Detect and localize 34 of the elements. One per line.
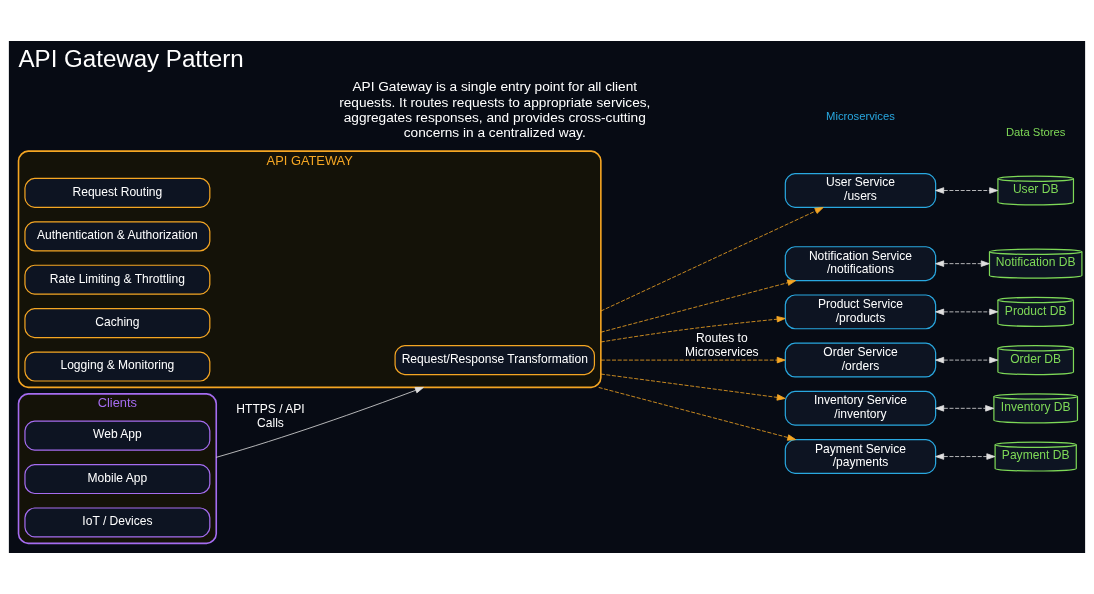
arrow <box>600 373 786 401</box>
node-box: Order Service /orders <box>784 342 937 378</box>
node-box: Web App <box>24 420 211 451</box>
label: Data Stores <box>1005 125 1066 138</box>
node-box: Logging & Monitoring <box>24 351 211 382</box>
node-box: Authentication & Authorization <box>24 221 211 252</box>
label: API Gateway is a single entry point for all client requests. It routes requests to appropriate services, aggregates responses, and provides cross-cutting concerns in a centralized way. <box>339 79 651 141</box>
node-box: IoT / Devices <box>24 507 211 538</box>
arrow <box>600 316 786 343</box>
node-box: Mobile App <box>24 464 211 495</box>
arrow <box>935 260 990 267</box>
arrow <box>215 387 424 458</box>
arrow <box>935 308 999 316</box>
node-box: Inventory Service /inventory <box>784 390 937 426</box>
arrow <box>600 207 824 312</box>
node-box: Caching <box>24 308 211 339</box>
arrow <box>598 387 797 441</box>
label: Microservices <box>826 110 895 123</box>
arrow <box>935 187 999 194</box>
node-box: Payment Service /payments <box>784 439 937 475</box>
arrow <box>935 453 996 460</box>
node-box: Request Routing <box>24 177 211 208</box>
arrow <box>600 279 797 333</box>
arrow <box>935 405 995 412</box>
node-box: User Service /users <box>784 173 937 208</box>
edge-label: Routes to Microservices <box>685 331 759 360</box>
node-box: Rate Limiting & Throttling <box>24 264 211 295</box>
arrow <box>600 356 786 364</box>
arrow <box>935 356 999 364</box>
node-box: Product Service /products <box>784 294 937 330</box>
node-box: Request/Response Transformation <box>394 345 596 376</box>
diagram-title: API Gateway Pattern <box>18 44 244 72</box>
edge-label: HTTPS / API Calls <box>236 402 305 430</box>
node-box: Notification Service /notifications <box>784 246 937 282</box>
